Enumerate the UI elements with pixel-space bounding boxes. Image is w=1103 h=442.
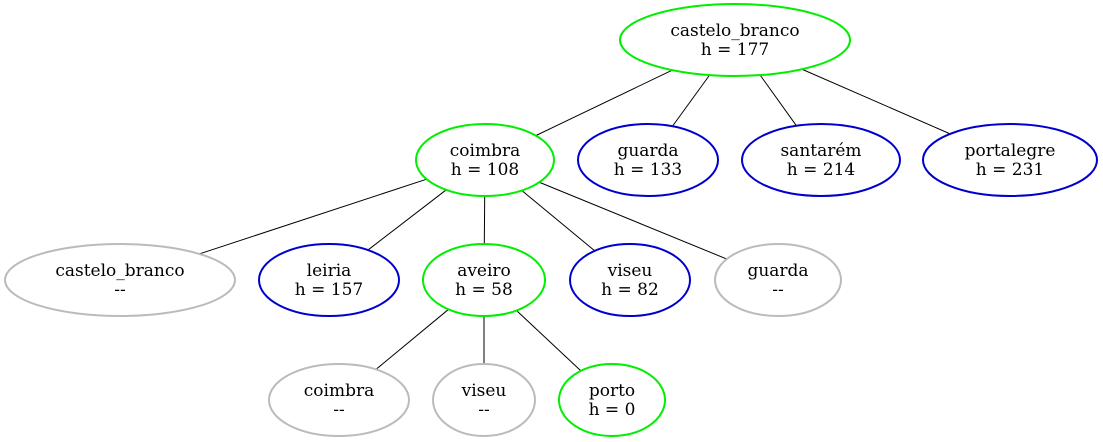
edge-aveiro-to-porto: [516, 310, 582, 372]
node-heuristic-label: --: [478, 400, 490, 420]
edge-castelo_branco-to-guarda: [672, 74, 710, 127]
node-ellipse: [714, 243, 842, 317]
tree-node-guarda: guarda--: [714, 243, 842, 317]
node-heuristic-label: h = 58: [455, 280, 513, 300]
node-name-label: coimbra: [450, 141, 520, 161]
node-ellipse: [577, 123, 719, 197]
edge-coimbra-to-viseu: [521, 190, 596, 252]
node-name-label: viseu: [461, 381, 507, 401]
edge-coimbra-to-castelo_branco: [199, 178, 427, 255]
node-heuristic-label: h = 108: [451, 160, 519, 180]
node-name-label: guarda: [617, 141, 678, 161]
node-name-label: castelo_branco: [670, 21, 799, 41]
tree-node-coimbra: coimbra--: [268, 363, 410, 437]
node-ellipse: [422, 243, 546, 317]
node-heuristic-label: --: [333, 400, 345, 420]
node-heuristic-label: h = 0: [589, 400, 636, 420]
edges-layer: [199, 68, 951, 372]
node-heuristic-label: h = 133: [614, 160, 682, 180]
node-ellipse: [4, 243, 236, 317]
edge-aveiro-to-coimbra: [375, 308, 449, 370]
tree-node-castelo_branco: castelo_branco--: [4, 243, 236, 317]
node-name-label: guarda: [747, 261, 808, 281]
node-name-label: santarém: [780, 141, 861, 161]
edge-coimbra-to-guarda: [539, 181, 727, 260]
node-heuristic-label: h = 82: [601, 280, 659, 300]
node-heuristic-label: h = 231: [976, 160, 1044, 180]
node-ellipse: [258, 243, 400, 317]
node-ellipse: [619, 3, 851, 77]
node-ellipse: [432, 363, 536, 437]
tree-node-viseu: viseu--: [432, 363, 536, 437]
node-name-label: porto: [589, 381, 635, 401]
edge-castelo_branco-to-portalegre: [801, 68, 951, 135]
node-heuristic-label: h = 214: [787, 160, 855, 180]
edge-castelo_branco-to-santarém: [759, 74, 797, 127]
edge-castelo_branco-to-coimbra: [535, 69, 673, 137]
node-heuristic-label: --: [114, 280, 126, 300]
node-heuristic-label: --: [772, 280, 784, 300]
node-name-label: castelo_branco: [55, 261, 184, 281]
node-name-label: viseu: [607, 261, 653, 281]
node-ellipse: [741, 123, 901, 197]
edge-coimbra-to-leiria: [367, 189, 447, 251]
node-name-label: aveiro: [457, 261, 511, 281]
node-ellipse: [558, 363, 666, 437]
node-heuristic-label: h = 157: [295, 280, 363, 300]
node-ellipse: [922, 123, 1098, 197]
node-name-label: portalegre: [965, 141, 1056, 161]
node-name-label: leiria: [307, 261, 352, 281]
node-ellipse: [268, 363, 410, 437]
node-ellipse: [415, 123, 555, 197]
node-heuristic-label: h = 177: [701, 40, 769, 60]
node-name-label: coimbra: [304, 381, 374, 401]
node-ellipse: [569, 243, 691, 317]
